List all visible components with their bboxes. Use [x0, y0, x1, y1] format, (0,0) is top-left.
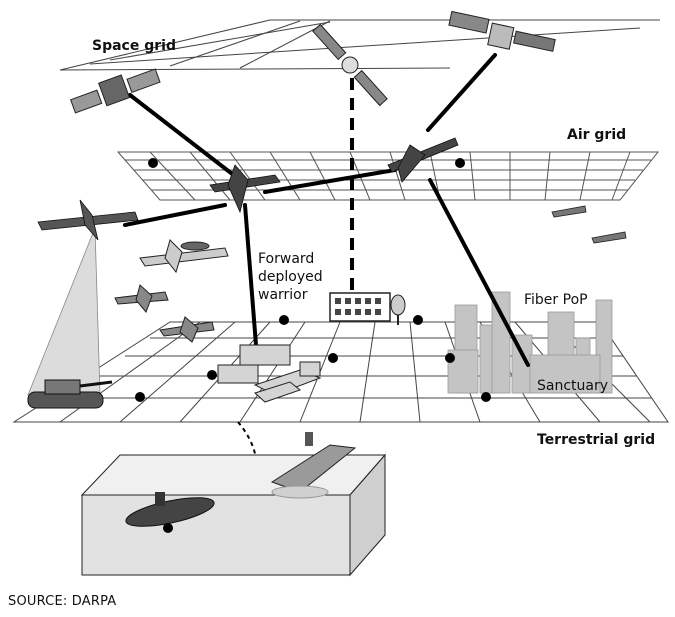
aircraft-right — [387, 137, 459, 183]
grid-nodes — [135, 158, 491, 533]
aircraft-awacs — [139, 239, 229, 274]
aircraft-carrier — [270, 432, 357, 499]
fighter-jet-1 — [114, 284, 169, 313]
radar-dish — [390, 294, 406, 325]
fiber-pop-label: Fiber PoP — [524, 292, 588, 308]
air-grid-label: Air grid — [567, 127, 627, 143]
space-grid-label: Space grid — [92, 38, 176, 54]
satellite-left — [70, 68, 161, 114]
terrestrial-grid-label: Terrestrial grid — [537, 432, 656, 448]
tank — [27, 379, 113, 409]
network-links — [123, 53, 530, 367]
forward-deployed-warrior-label: Forward deployed warrior — [258, 250, 323, 304]
command-building — [329, 292, 391, 322]
fighter-jet-2 — [159, 316, 215, 343]
satellite-center — [312, 23, 388, 107]
sanctuary-label: Sanctuary — [537, 378, 609, 394]
aircraft-center — [209, 164, 281, 214]
forward-label-line1: Forward — [258, 251, 315, 267]
source-caption: SOURCE: DARPA — [8, 594, 117, 609]
forward-label-line2: deployed — [258, 269, 323, 285]
air-grid-plane — [116, 151, 660, 201]
forward-label-line3: warrior — [258, 287, 308, 303]
forward-base — [217, 344, 322, 403]
aircraft-left-jstars — [37, 199, 139, 241]
sea-volume — [80, 453, 387, 577]
space-grid-plane — [59, 19, 660, 71]
surveillance-beam — [27, 227, 101, 396]
submarine — [125, 492, 215, 527]
small-aircraft-pair — [551, 205, 627, 244]
fiber-pop-buildings — [447, 291, 613, 394]
satellite-right — [448, 10, 556, 52]
